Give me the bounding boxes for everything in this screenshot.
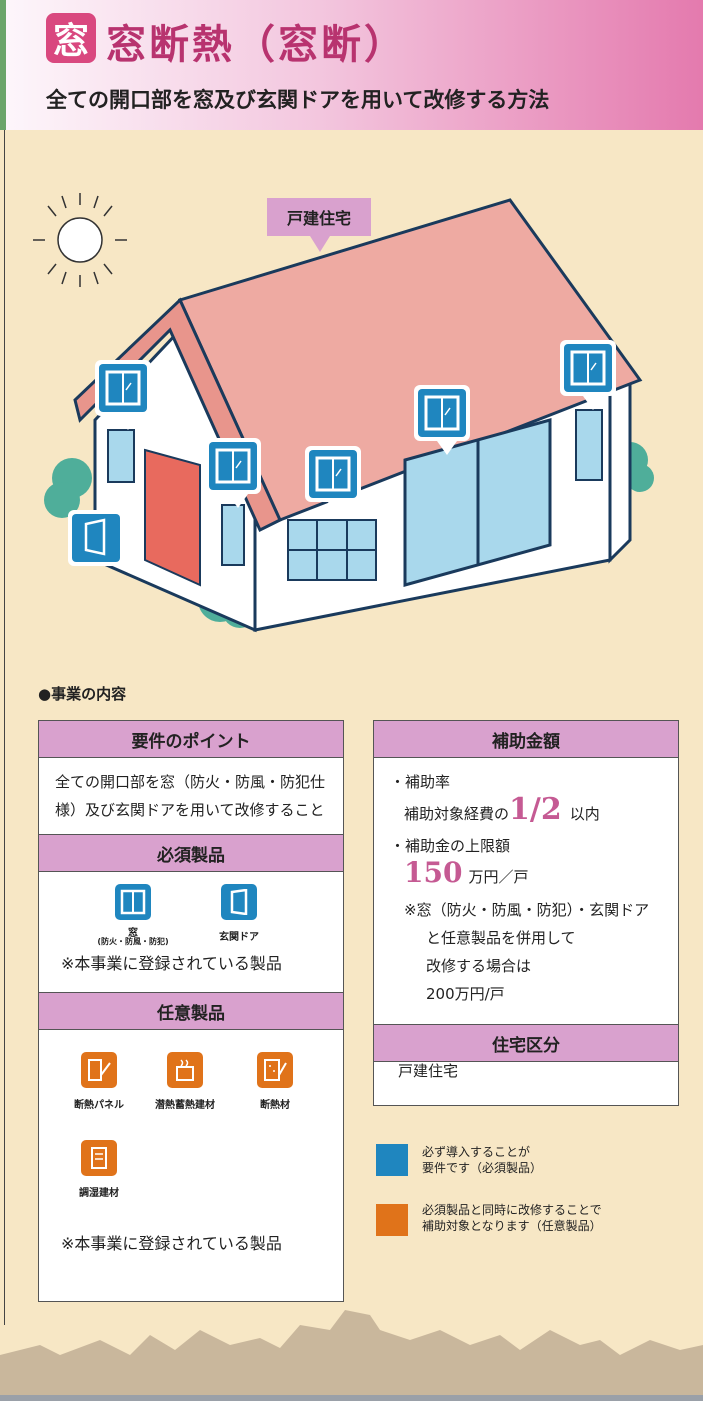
housing-type-value: 戸建住宅: [398, 1062, 459, 1080]
title-badge: 窓: [46, 13, 96, 63]
page-title: 窓断熱（窓断）: [106, 22, 407, 68]
cap-label: ・補助金の上限額: [390, 837, 511, 855]
skyline-footer: [0, 1310, 703, 1401]
cap-unit: 万円／戸: [468, 868, 529, 886]
subsidy-note-4: 200万円/戸: [426, 985, 505, 1003]
door-label: 玄関ドア: [219, 932, 259, 943]
optional-products-header: 任意製品: [39, 992, 343, 1030]
rate-value: 1/2: [509, 792, 562, 827]
insulation-material-icon: [257, 1052, 293, 1088]
requirements-text-2: 様）及び玄関ドアを用いて改修すること: [55, 801, 325, 819]
rate-suffix: 以内: [569, 805, 600, 823]
requirements-box: 要件のポイント 全ての開口部を窓（防火・防風・防犯仕 様）及び玄関ドアを用いて改…: [38, 720, 344, 1302]
page-header: 窓 窓断熱（窓断） 全ての開口部を窓及び玄関ドアを用いて改修する方法: [6, 0, 703, 130]
window-label: 窓: [128, 928, 138, 939]
latent-heat-storage-icon: [167, 1052, 203, 1088]
window-sublabel: (防火・防風・防犯): [97, 937, 169, 946]
cap-value: 150: [404, 856, 463, 889]
subsidy-note-1: ※窓（防火・防風・防犯）・玄関ドア: [404, 901, 650, 919]
left-accent-bar: [0, 0, 6, 130]
window-icon: [115, 884, 151, 920]
optional-note: ※本事業に登録されている製品: [61, 1234, 282, 1253]
latent-heat-storage-label: 潜熱蓄熱建材: [155, 1100, 215, 1111]
insulation-material-label: 断熱材: [260, 1100, 290, 1111]
legend-blue-text-2: 要件です（必須製品）: [422, 1161, 543, 1175]
sun-icon: [33, 193, 127, 287]
insulation-panel-label: 断熱パネル: [74, 1100, 124, 1111]
subsidy-note-2: と任意製品を併用して: [426, 929, 576, 947]
humidity-control-label: 調湿建材: [79, 1188, 119, 1199]
legend-orange-swatch: [376, 1204, 408, 1236]
legend-blue-swatch: [376, 1144, 408, 1176]
rate-prefix: 補助対象経費の: [404, 805, 510, 823]
requirements-text-1: 全ての開口部を窓（防火・防風・防犯仕: [55, 773, 326, 791]
left-rule: [4, 130, 5, 1325]
cap-line: 150 万円／戸: [404, 856, 528, 891]
rate-label: ・補助率: [390, 773, 451, 791]
subsidy-note-3: 改修する場合は: [426, 957, 532, 975]
insulation-panel-icon: [81, 1052, 117, 1088]
door-icon: [221, 884, 257, 920]
requirements-header: 要件のポイント: [39, 721, 343, 758]
required-note: ※本事業に登録されている製品: [61, 954, 282, 973]
legend-blue-text-1: 必ず導入することが: [422, 1145, 531, 1159]
rate-line: 補助対象経費の1/2 以内: [404, 792, 600, 828]
page-subtitle: 全ての開口部を窓及び玄関ドアを用いて改修する方法: [46, 88, 550, 112]
housing-type-header: 住宅区分: [374, 1024, 678, 1062]
legend-orange-text-2: 補助対象となります（任意製品）: [422, 1219, 602, 1233]
legend-orange-text-1: 必須製品と同時に改修することで: [422, 1203, 602, 1217]
house-label: 戸建住宅: [286, 209, 351, 228]
house-illustration: [33, 193, 654, 633]
required-products-header: 必須製品: [39, 834, 343, 872]
door-callout-icon: [68, 510, 134, 566]
section-heading: ●事業の内容: [38, 685, 127, 703]
humidity-control-icon: [81, 1140, 117, 1176]
subsidy-header: 補助金額: [374, 721, 678, 758]
